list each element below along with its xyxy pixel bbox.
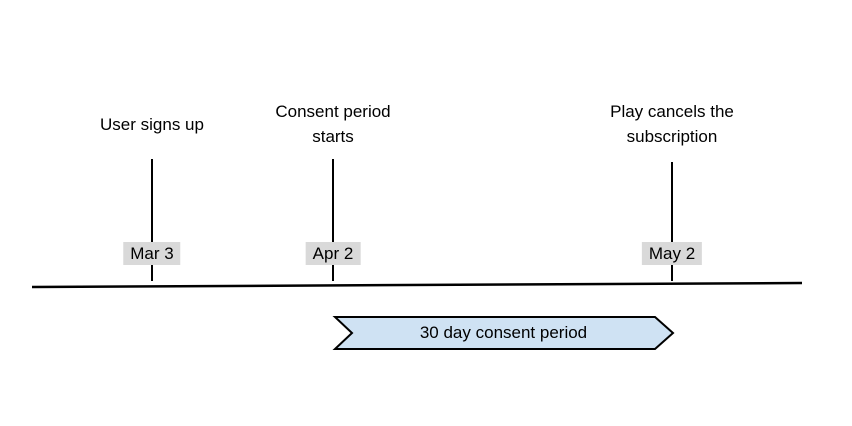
event-title-user-signs-up: User signs up (100, 112, 204, 137)
consent-banner-label: 30 day consent period (419, 323, 588, 342)
event-title-line: Consent period (275, 102, 391, 121)
event-date-mar-3: Mar 3 (123, 242, 181, 265)
event-title-line: starts (312, 127, 354, 146)
event-title-line: Play cancels the (610, 102, 734, 121)
timeline-axis (31, 281, 803, 289)
event-title-consent-period-starts: Consent period starts (275, 99, 390, 149)
event-date-apr-2: Apr 2 (305, 242, 361, 265)
event-title-line: User signs up (100, 115, 204, 134)
event-title-line: subscription (626, 127, 718, 146)
event-date-may-2: May 2 (641, 242, 703, 265)
consent-period-banner (332, 316, 675, 350)
event-title-play-cancels-subscription: Play cancels the subscription (610, 99, 734, 149)
